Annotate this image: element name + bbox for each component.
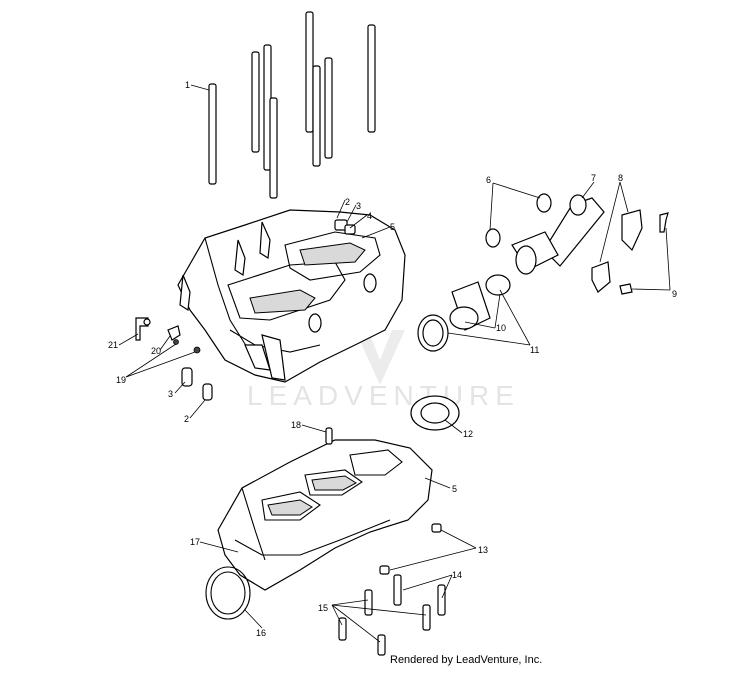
callout-20: 20 <box>151 346 161 356</box>
studs-group <box>208 11 376 199</box>
callout-5: 5 <box>390 222 395 232</box>
small-parts-lower <box>205 523 446 656</box>
watermark: LEADVENTURE <box>247 330 520 411</box>
render-credit: Rendered by LeadVenture, Inc. <box>390 654 543 666</box>
callout-2: 2 <box>345 197 350 207</box>
callout-16: 16 <box>256 628 266 638</box>
watermark-text: LEADVENTURE <box>247 380 520 411</box>
callout-6: 6 <box>486 175 491 185</box>
callout-3: 3 <box>356 201 361 211</box>
callout-1: 1 <box>185 80 190 90</box>
callout-18: 18 <box>291 420 301 430</box>
callout-2-lower: 2 <box>184 414 189 424</box>
callout-15: 15 <box>318 603 328 613</box>
callout-lines <box>118 84 671 643</box>
callout-11: 11 <box>530 345 539 355</box>
callout-19: 19 <box>116 375 126 385</box>
callout-7: 7 <box>591 173 596 183</box>
upper-crankcase <box>177 209 406 383</box>
callout-21: 21 <box>108 340 118 350</box>
callout-9: 9 <box>672 289 677 299</box>
small-parts-upper <box>135 219 356 401</box>
callout-14: 14 <box>452 570 462 580</box>
callout-4: 4 <box>367 211 372 221</box>
callout-numbers: 1 2 3 4 5 6 7 8 9 10 11 12 21 20 19 3 2 … <box>108 80 677 638</box>
callout-10: 10 <box>496 323 506 333</box>
callout-5-lower: 5 <box>452 484 457 494</box>
coolant-parts <box>410 193 669 431</box>
callout-8: 8 <box>618 173 623 183</box>
callout-12: 12 <box>463 429 473 439</box>
callout-17: 17 <box>190 537 200 547</box>
callout-13: 13 <box>478 545 488 555</box>
callout-3-lower: 3 <box>168 389 173 399</box>
lower-crankcase <box>217 427 433 591</box>
